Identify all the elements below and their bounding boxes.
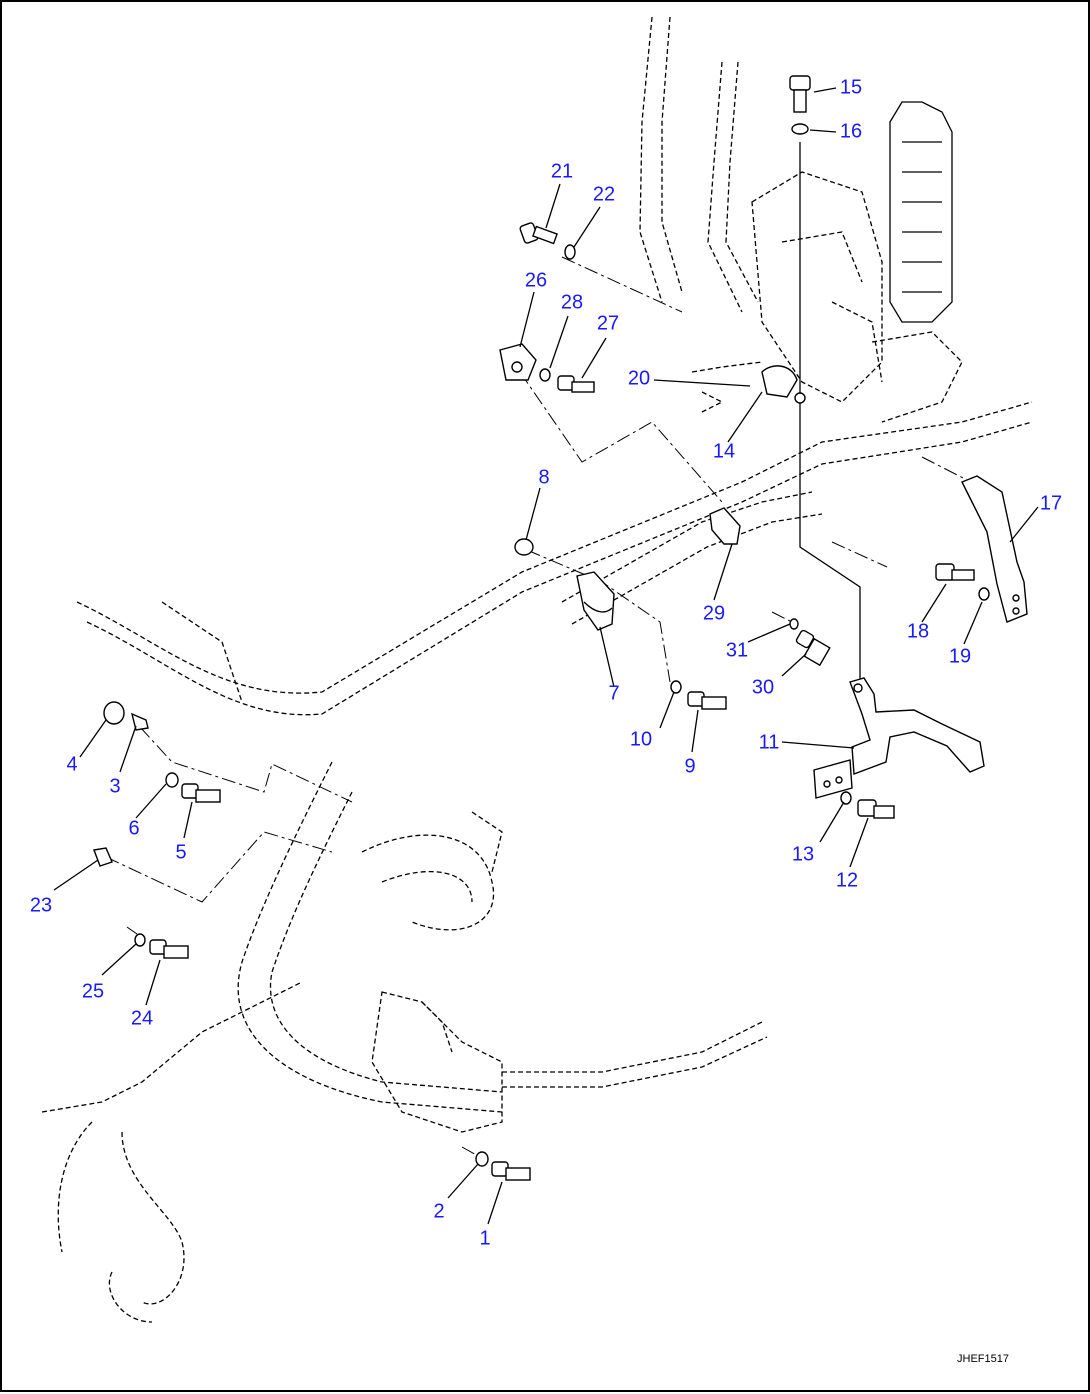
callout-30: 30	[752, 676, 774, 698]
callout-14: 14	[713, 440, 735, 462]
callout-17: 17	[1040, 492, 1062, 514]
bolt-1	[491, 1161, 531, 1181]
washer-25	[134, 933, 146, 947]
bolt-24	[149, 939, 189, 959]
clamp-29	[709, 507, 741, 545]
washer-10	[670, 680, 682, 694]
clamp-14	[761, 365, 806, 404]
reference-lines	[105, 256, 968, 1158]
nut-4	[103, 701, 125, 725]
callout-6: 6	[128, 817, 139, 839]
clip-3	[130, 712, 149, 731]
callout-21: 21	[551, 160, 573, 182]
nut-8	[514, 538, 534, 556]
washer-28	[539, 368, 551, 382]
callout-29: 29	[703, 602, 725, 624]
callout-11: 11	[759, 731, 780, 753]
washer-6	[165, 772, 179, 788]
washer-31	[789, 618, 799, 630]
callout-3: 3	[109, 775, 120, 797]
bracket-11	[813, 677, 985, 799]
callout-5: 5	[175, 841, 186, 863]
callout-4: 4	[66, 753, 77, 775]
bolt-27	[557, 375, 595, 393]
callout-25: 25	[82, 980, 104, 1002]
bracket-17	[961, 475, 1028, 623]
callout-15: 15	[840, 76, 862, 98]
bolt-15	[789, 75, 811, 113]
washer-19	[978, 587, 990, 601]
washer-16	[791, 123, 809, 135]
clip-23	[93, 847, 113, 867]
valve-stack	[871, 101, 963, 423]
callout-1: 1	[479, 1227, 490, 1249]
callout-28: 28	[561, 291, 583, 313]
callout-24: 24	[131, 1007, 153, 1029]
bolt-5	[181, 783, 221, 803]
drawing-code: JHEF1517	[957, 1353, 1009, 1365]
harness-20	[691, 361, 763, 413]
washer-13	[840, 791, 852, 805]
callout-22: 22	[593, 183, 615, 205]
callout-19: 19	[949, 645, 971, 667]
callout-23: 23	[30, 894, 52, 916]
callout-13: 13	[792, 843, 814, 865]
clamp-26	[499, 343, 537, 381]
bolt-9	[687, 691, 727, 710]
bolt-15-axis	[799, 142, 861, 682]
callout-16: 16	[840, 120, 862, 142]
callout-26: 26	[525, 269, 547, 291]
callout-labels: 1 2 3 4 5 6 7 8 9 10 11 12 13 14 15 16 1…	[30, 76, 1062, 1249]
bolt-21	[519, 222, 558, 245]
clamp-7	[576, 571, 615, 631]
leader-lines	[53, 87, 1039, 1225]
bolt-18	[935, 563, 975, 581]
washer-2	[475, 1151, 489, 1167]
bolt-30	[795, 629, 831, 667]
callout-20: 20	[628, 367, 650, 389]
callout-7: 7	[608, 682, 619, 704]
callout-2: 2	[433, 1200, 444, 1222]
callout-31: 31	[726, 639, 748, 661]
callout-18: 18	[907, 620, 929, 642]
callout-12: 12	[836, 869, 858, 891]
washer-22	[564, 244, 576, 260]
callout-9: 9	[684, 755, 695, 777]
callout-27: 27	[597, 312, 619, 334]
callout-8: 8	[538, 466, 549, 488]
hose-routing	[41, 16, 1033, 1323]
bolt-12	[857, 799, 895, 819]
callout-10: 10	[630, 728, 652, 750]
